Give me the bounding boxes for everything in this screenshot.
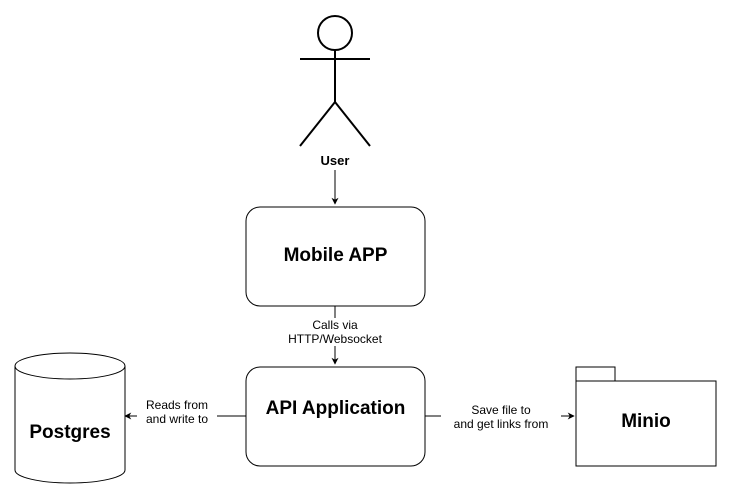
edge-label-line: HTTP/Websocket [288, 332, 382, 346]
postgres-database-icon[interactable] [14, 352, 126, 484]
api-to-postgres-edge-label: Reads from and write to [137, 398, 217, 426]
edge-label-line: Save file to [471, 403, 531, 417]
user-label: User [305, 153, 365, 168]
api-application-label: API Application [265, 398, 406, 419]
api-to-minio-edge-label: Save file to and get links from [441, 403, 561, 431]
user-actor-icon [299, 15, 371, 147]
minio-label: Minio [621, 411, 671, 432]
edge-label-line: Reads from [145, 398, 209, 412]
minio-storage-icon[interactable] [575, 366, 717, 467]
postgres-label: Postgres [29, 422, 111, 443]
edge-label-line: and get links from [453, 417, 549, 431]
edge-label-line: and write to [145, 412, 209, 426]
mobile-to-api-edge-label: Calls via HTTP/Websocket [270, 318, 400, 346]
edge-label-line: Calls via [312, 318, 358, 332]
mobile-app-label: Mobile APP [283, 245, 388, 266]
